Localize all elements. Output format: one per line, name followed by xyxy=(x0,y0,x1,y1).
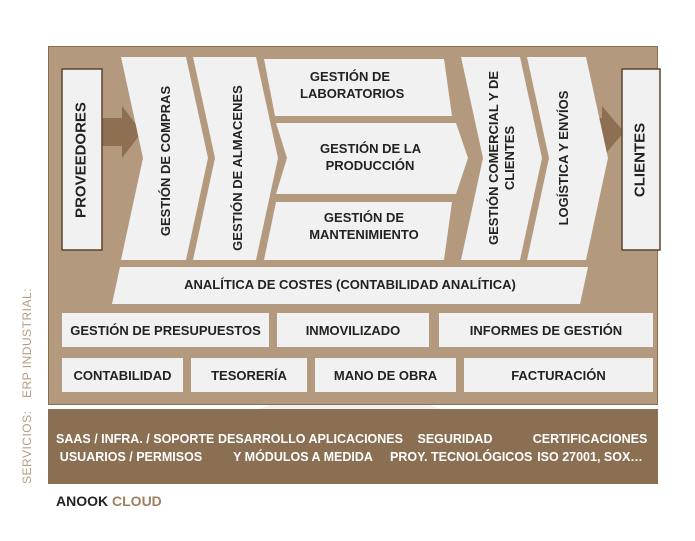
logistics-label: LOGÍSTICA Y ENVÍOS xyxy=(555,90,571,226)
service-saas-line2: USUARIOS / PERMISOS xyxy=(59,450,203,465)
services-panel xyxy=(48,409,658,484)
budgets-box: GESTIÓN DE PRESUPUESTOS xyxy=(62,313,269,347)
budgets-label: GESTIÓN DE PRESUPUESTOS xyxy=(70,322,261,338)
service-development-line1: DESARROLLO APLICACIONES xyxy=(218,432,403,446)
service-saas: SAAS / INFRA. / SOPORTE USUARIOS / PERMI… xyxy=(56,430,215,466)
laboratories-line1: GESTIÓN DE xyxy=(309,69,391,84)
purchasing-chevron xyxy=(121,57,208,260)
production-shape xyxy=(276,123,468,194)
brand-accent: CLOUD xyxy=(112,493,162,509)
fixed-assets-label: INMOVILIZADO xyxy=(305,322,401,338)
maintenance-line2: MANTENIMIENTO xyxy=(309,226,419,242)
brand-name: ANOOK xyxy=(56,493,109,509)
management-reports-label: INFORMES DE GESTIÓN xyxy=(469,322,623,338)
service-development-line2: Y MÓDULOS A MEDIDA xyxy=(233,450,373,465)
warehouses-label: GESTIÓN DE ALMACENES xyxy=(229,85,245,251)
suppliers-box xyxy=(61,68,103,251)
service-certifications-line2: ISO 27001, SOX… xyxy=(537,450,643,465)
production-label: GESTIÓN DE LA PRODUCCIÓN xyxy=(320,141,422,175)
commercial-label-line2: CLIENTES xyxy=(502,125,517,191)
service-security: SEGURIDAD PROY. TECNOLÓGICOS xyxy=(390,430,533,466)
labor-label: MANO DE OBRA xyxy=(333,367,438,383)
commercial-chevron xyxy=(461,57,542,260)
treasury-box: TESORERÍA xyxy=(191,358,307,392)
maintenance-line1: GESTIÓN DE xyxy=(323,210,405,225)
supplier-arrow xyxy=(100,106,142,158)
warehouses-chevron xyxy=(193,57,278,260)
service-security-line2: PROY. TECNOLÓGICOS xyxy=(390,450,533,465)
laboratories-shape xyxy=(264,59,452,116)
cost-analytics-bar xyxy=(112,267,588,304)
management-reports-box: INFORMES DE GESTIÓN xyxy=(439,313,653,347)
fixed-assets-box: INMOVILIZADO xyxy=(277,313,429,347)
production-line1: GESTIÓN DE LA xyxy=(320,141,422,156)
treasury-label: TESORERÍA xyxy=(211,367,287,383)
service-saas-line1: SAAS / INFRA. / SOPORTE xyxy=(56,432,215,446)
logistics-chevron xyxy=(527,57,608,260)
service-certifications-line1: CERTIFICACIONES xyxy=(532,432,648,446)
production-line2: PRODUCCIÓN xyxy=(325,157,415,173)
labor-box: MANO DE OBRA xyxy=(315,358,456,392)
cost-analytics-label: ANALÍTICA DE COSTES (CONTABILIDAD ANALÍT… xyxy=(184,277,516,292)
commercial-label: GESTIÓN COMERCIAL Y DE CLIENTES xyxy=(486,71,519,245)
accounting-box: CONTABILIDAD xyxy=(62,358,183,392)
commercial-label-line1: GESTIÓN COMERCIAL Y DE xyxy=(485,70,501,246)
accounting-label: CONTABILIDAD xyxy=(73,367,172,383)
service-security-line1: SEGURIDAD xyxy=(417,432,493,446)
maintenance-label: GESTIÓN DE MANTENIMIENTO xyxy=(309,210,419,244)
brand-logo: ANOOK CLOUD xyxy=(56,493,162,509)
service-development: DESARROLLO APLICACIONES Y MÓDULOS A MEDI… xyxy=(218,430,403,466)
clients-label: CLIENTES xyxy=(631,122,649,198)
suppliers-label: PROVEEDORES xyxy=(72,102,90,218)
laboratories-label: GESTIÓN DE LABORATORIOS xyxy=(300,69,405,103)
invoicing-box: FACTURACIÓN xyxy=(464,358,653,392)
invoicing-label: FACTURACIÓN xyxy=(511,367,606,383)
purchasing-label: GESTIÓN DE COMPRAS xyxy=(157,85,173,237)
laboratories-line2: LABORATORIOS xyxy=(300,85,405,101)
maintenance-shape xyxy=(264,202,452,260)
service-certifications: CERTIFICACIONES ISO 27001, SOX… xyxy=(530,430,650,466)
clients-box xyxy=(621,68,661,251)
